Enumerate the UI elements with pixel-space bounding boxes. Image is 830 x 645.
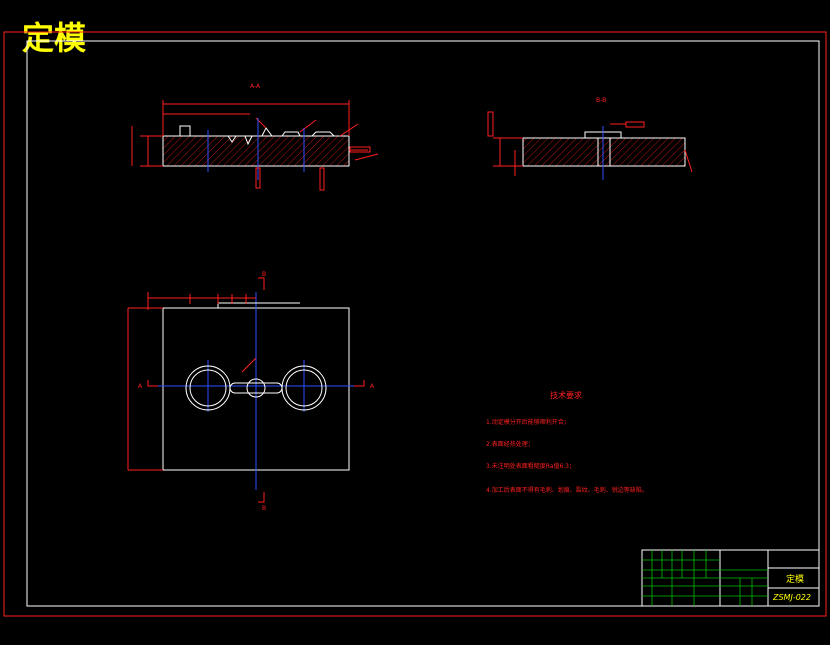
section-aa-profile	[163, 125, 349, 146]
drawing-title: 定模	[22, 19, 87, 57]
sprue	[246, 378, 266, 398]
outer-frame	[3, 31, 827, 617]
note-item-2: 2.表面经热处理；	[486, 440, 534, 448]
technical-notes: 技术要求 1.动定模分开后能够顺利开合； 2.表面经热处理； 3.未注明处表面粗…	[486, 390, 648, 494]
plan-marker-a-right: A	[370, 383, 375, 390]
cavity-left-inner	[189, 369, 227, 407]
notes-heading: 技术要求	[550, 390, 582, 400]
runner-channel	[229, 382, 283, 394]
title-block-drawing-no: ZSMJ-022	[772, 593, 811, 602]
section-bb-view: B-B	[487, 97, 693, 180]
section-aa-body	[162, 135, 350, 167]
section-aa-label: A-A	[250, 83, 261, 90]
note-item-4: 4.加工后表面不得有毛刺、划痕、裂纹、毛刺、锐边等缺陷。	[486, 486, 648, 494]
section-bb-body	[522, 137, 686, 167]
inner-frame	[26, 40, 820, 607]
plan-marker-b-bottom: B	[262, 505, 266, 512]
note-item-3: 3.未注明处表面粗糙度Ra值6.3；	[486, 462, 575, 470]
section-aa-view: A-A	[131, 83, 379, 191]
cavity-right-inner	[285, 369, 323, 407]
title-block: 定模 ZSMJ-022	[641, 549, 820, 607]
plan-view: A A B B	[127, 271, 375, 512]
note-item-1: 1.动定模分开后能够顺利开合；	[486, 418, 570, 426]
plan-marker-b-top: B	[262, 271, 266, 278]
plan-marker-a-left: A	[138, 383, 143, 390]
section-bb-label: B-B	[596, 97, 606, 104]
title-block-part-name: 定模	[786, 573, 804, 585]
